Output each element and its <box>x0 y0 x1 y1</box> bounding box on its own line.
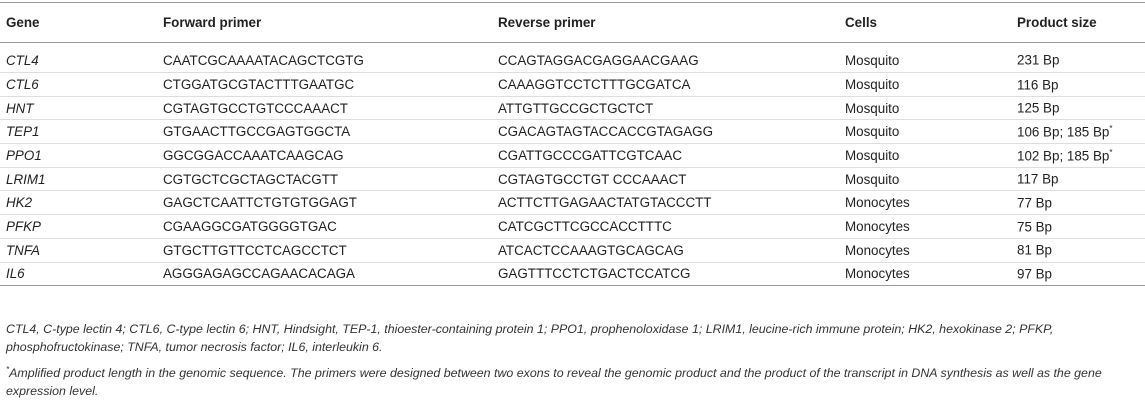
size-value: 117 Bp <box>1017 171 1059 187</box>
cell-forward-primer: CGTAGTGCCTGTCCCAAACT <box>157 96 492 121</box>
cell-gene: PPO1 <box>0 143 157 168</box>
table-row: PPO1 GGCGGACCAAATCAAGCAG CGATTGCCCGATTCG… <box>0 143 1145 168</box>
footnote-marker: * <box>6 365 10 374</box>
cell-product-size: 97 Bp <box>1011 262 1145 287</box>
table-row: PFKP CGAAGGCGATGGGGTGAC CATCGCTTCGCCACCT… <box>0 214 1145 239</box>
cell-reverse-primer: CGATTGCCCGATTCGTCAAC <box>492 143 839 168</box>
cell-forward-primer: CTGGATGCGTACTTTGAATGC <box>157 72 492 97</box>
size-footnote-mark: * <box>1109 147 1113 157</box>
cell-reverse-primer: GAGTTTCCTCTGACTCCATCG <box>492 262 839 287</box>
cell-cells: Monocytes <box>839 214 1011 239</box>
header-cells: Cells <box>839 2 1011 43</box>
table-row: HNT CGTAGTGCCTGTCCCAAACT ATTGTTGCCGCTGCT… <box>0 96 1145 121</box>
table-row: CTL6 CTGGATGCGTACTTTGAATGC CAAAGGTCCTCTT… <box>0 72 1145 97</box>
cell-gene: TNFA <box>0 238 157 263</box>
cell-cells: Monocytes <box>839 262 1011 287</box>
size-value: 97 Bp <box>1017 266 1052 282</box>
size-value: 106 Bp; 185 Bp <box>1017 124 1110 140</box>
cell-gene: IL6 <box>0 262 157 287</box>
cell-product-size: 106 Bp; 185 Bp* <box>1011 119 1145 145</box>
size-footnote-mark: * <box>1109 123 1113 133</box>
cell-gene: HK2 <box>0 190 157 216</box>
cell-forward-primer: AGGGAGAGCCAGAACACAGA <box>157 262 492 287</box>
header-gene: Gene <box>0 2 157 43</box>
size-value: 81 Bp <box>1017 242 1052 258</box>
table-row: TNFA GTGCTTGTTCCTCAGCCTCT ATCACTCCAAAGTG… <box>0 238 1145 263</box>
size-value: 75 Bp <box>1017 219 1052 235</box>
cell-reverse-primer: ACTTCTTGAGAACTATGTACCCTT <box>492 190 839 216</box>
cell-product-size: 81 Bp <box>1011 238 1145 263</box>
cell-product-size: 75 Bp <box>1011 214 1145 239</box>
cell-forward-primer: GTGAACTTGCCGAGTGGCTA <box>157 119 492 145</box>
header-product-size: Product size <box>1011 2 1145 43</box>
cell-gene: HNT <box>0 96 157 121</box>
cell-forward-primer: GAGCTCAATTCTGTGTGGAGT <box>157 190 492 216</box>
cell-forward-primer: CAATCGCAAAATACAGCTCGTG <box>157 42 492 73</box>
cell-reverse-primer: CCAGTAGGACGAGGAACGAAG <box>492 42 839 73</box>
cell-cells: Monocytes <box>839 238 1011 263</box>
cell-gene: LRIM1 <box>0 167 157 192</box>
table-row: TEP1 GTGAACTTGCCGAGTGGCTA CGACAGTAGTACCA… <box>0 119 1145 145</box>
cell-cells: Mosquito <box>839 143 1011 168</box>
cell-product-size: 102 Bp; 185 Bp* <box>1011 143 1145 168</box>
table-header-row: Gene Forward primer Reverse primer Cells… <box>0 2 1145 43</box>
cell-product-size: 125 Bp <box>1011 96 1145 121</box>
cell-cells: Mosquito <box>839 167 1011 192</box>
cell-gene: CTL6 <box>0 72 157 97</box>
footnote: *Amplified product length in the genomic… <box>6 361 1141 400</box>
footnote-text: Amplified product length in the genomic … <box>6 366 1102 399</box>
size-value: 125 Bp <box>1017 100 1060 116</box>
cell-reverse-primer: ATTGTTGCCGCTGCTCT <box>492 96 839 121</box>
cell-cells: Mosquito <box>839 42 1011 73</box>
cell-product-size: 116 Bp <box>1011 72 1145 97</box>
table-row: HK2 GAGCTCAATTCTGTGTGGAGT ACTTCTTGAGAACT… <box>0 190 1145 216</box>
cell-product-size: 231 Bp <box>1011 42 1145 73</box>
cell-forward-primer: GGCGGACCAAATCAAGCAG <box>157 143 492 168</box>
cell-reverse-primer: CAAAGGTCCTCTTTGCGATCA <box>492 72 839 97</box>
cell-cells: Mosquito <box>839 119 1011 145</box>
cell-gene: PFKP <box>0 214 157 239</box>
primer-table: Gene Forward primer Reverse primer Cells… <box>0 2 1145 287</box>
table-row: CTL4 CAATCGCAAAATACAGCTCGTG CCAGTAGGACGA… <box>0 42 1145 73</box>
table-row: IL6 AGGGAGAGCCAGAACACAGA GAGTTTCCTCTGACT… <box>0 262 1145 287</box>
table-notes: CTL4, C-type lectin 4; CTL6, C-type lect… <box>6 320 1141 400</box>
cell-cells: Mosquito <box>839 72 1011 97</box>
cell-product-size: 77 Bp <box>1011 190 1145 216</box>
cell-cells: Monocytes <box>839 190 1011 216</box>
size-value: 116 Bp <box>1017 77 1059 93</box>
abbreviations-note: CTL4, C-type lectin 4; CTL6, C-type lect… <box>6 322 1054 354</box>
cell-reverse-primer: ATCACTCCAAAGTGCAGCAG <box>492 238 839 263</box>
cell-gene: CTL4 <box>0 42 157 73</box>
cell-gene: TEP1 <box>0 119 157 145</box>
size-value: 231 Bp <box>1017 52 1060 68</box>
cell-reverse-primer: CATCGCTTCGCCACCTTTC <box>492 214 839 239</box>
cell-cells: Mosquito <box>839 96 1011 121</box>
header-reverse-primer: Reverse primer <box>492 2 839 43</box>
cell-product-size: 117 Bp <box>1011 167 1145 192</box>
cell-reverse-primer: CGACAGTAGTACCACCGTAGAGG <box>492 119 839 145</box>
size-value: 77 Bp <box>1017 195 1052 211</box>
cell-forward-primer: GTGCTTGTTCCTCAGCCTCT <box>157 238 492 263</box>
cell-forward-primer: CGAAGGCGATGGGGTGAC <box>157 214 492 239</box>
header-forward-primer: Forward primer <box>157 2 492 43</box>
cell-reverse-primer: CGTAGTGCCTGT CCCAAACT <box>492 167 839 192</box>
size-value: 102 Bp; 185 Bp <box>1017 148 1110 164</box>
table-row: LRIM1 CGTGCTCGCTAGCTACGTT CGTAGTGCCTGT C… <box>0 167 1145 192</box>
cell-forward-primer: CGTGCTCGCTAGCTACGTT <box>157 167 492 192</box>
